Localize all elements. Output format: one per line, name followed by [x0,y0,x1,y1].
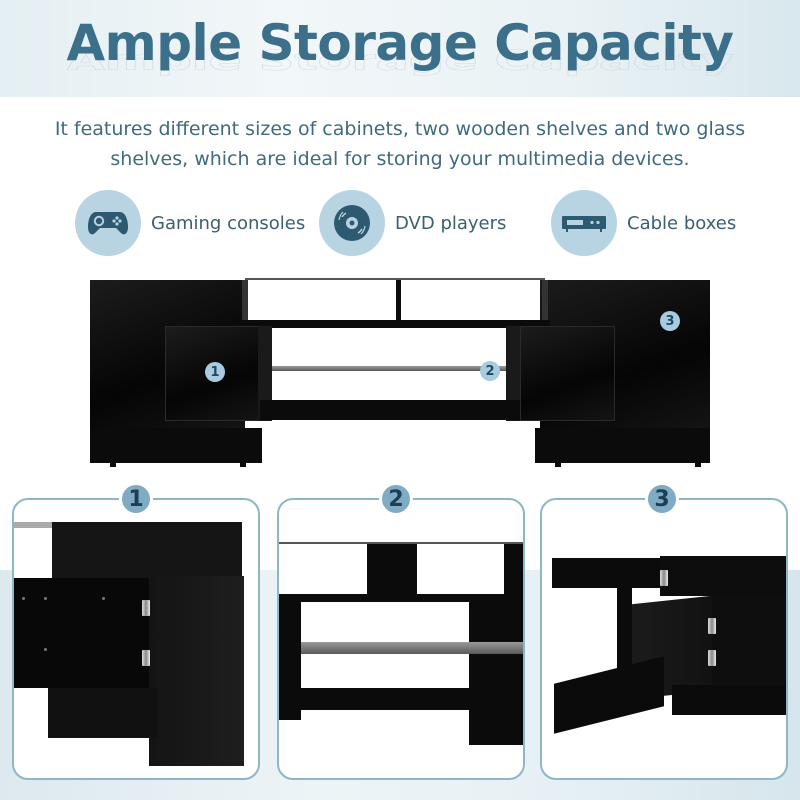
disc-icon [319,190,385,256]
description: It features different sizes of cabinets,… [0,114,800,174]
cable-box-icon [551,190,617,256]
marker-3: 3 [660,311,680,331]
page-title: Ample Storage Capacity [66,14,734,72]
description-line-1: It features different sizes of cabinets,… [54,118,746,140]
panel-badge-2: 2 [379,482,413,516]
cabinet-door-photo [14,500,258,778]
device-dvd-players: DVD players [319,190,506,256]
marker-1: 1 [205,362,225,382]
header-band [0,0,800,97]
tv-stand-image: 1 2 3 [90,278,710,468]
detail-panel-3 [540,498,788,780]
device-label: DVD players [395,212,507,234]
device-label: Cable boxes [627,212,737,234]
device-gaming-consoles: Gaming consoles [75,190,305,256]
device-list: Gaming consoles DVD players [0,190,800,260]
device-label: Gaming consoles [151,212,306,234]
description-line-2: shelves, which are ideal for storing you… [110,148,690,170]
panel-badge-1: 1 [119,482,153,516]
detail-panel-1 [12,498,260,780]
device-cable-boxes: Cable boxes [551,190,736,256]
shelves-photo [279,500,523,778]
marker-2: 2 [480,361,500,381]
side-cabinet-photo [542,500,786,778]
gamepad-icon [75,190,141,256]
title-reflection: Ample Storage Capacity [66,44,735,76]
detail-panel-2 [277,498,525,780]
panel-badge-3: 3 [645,482,679,516]
